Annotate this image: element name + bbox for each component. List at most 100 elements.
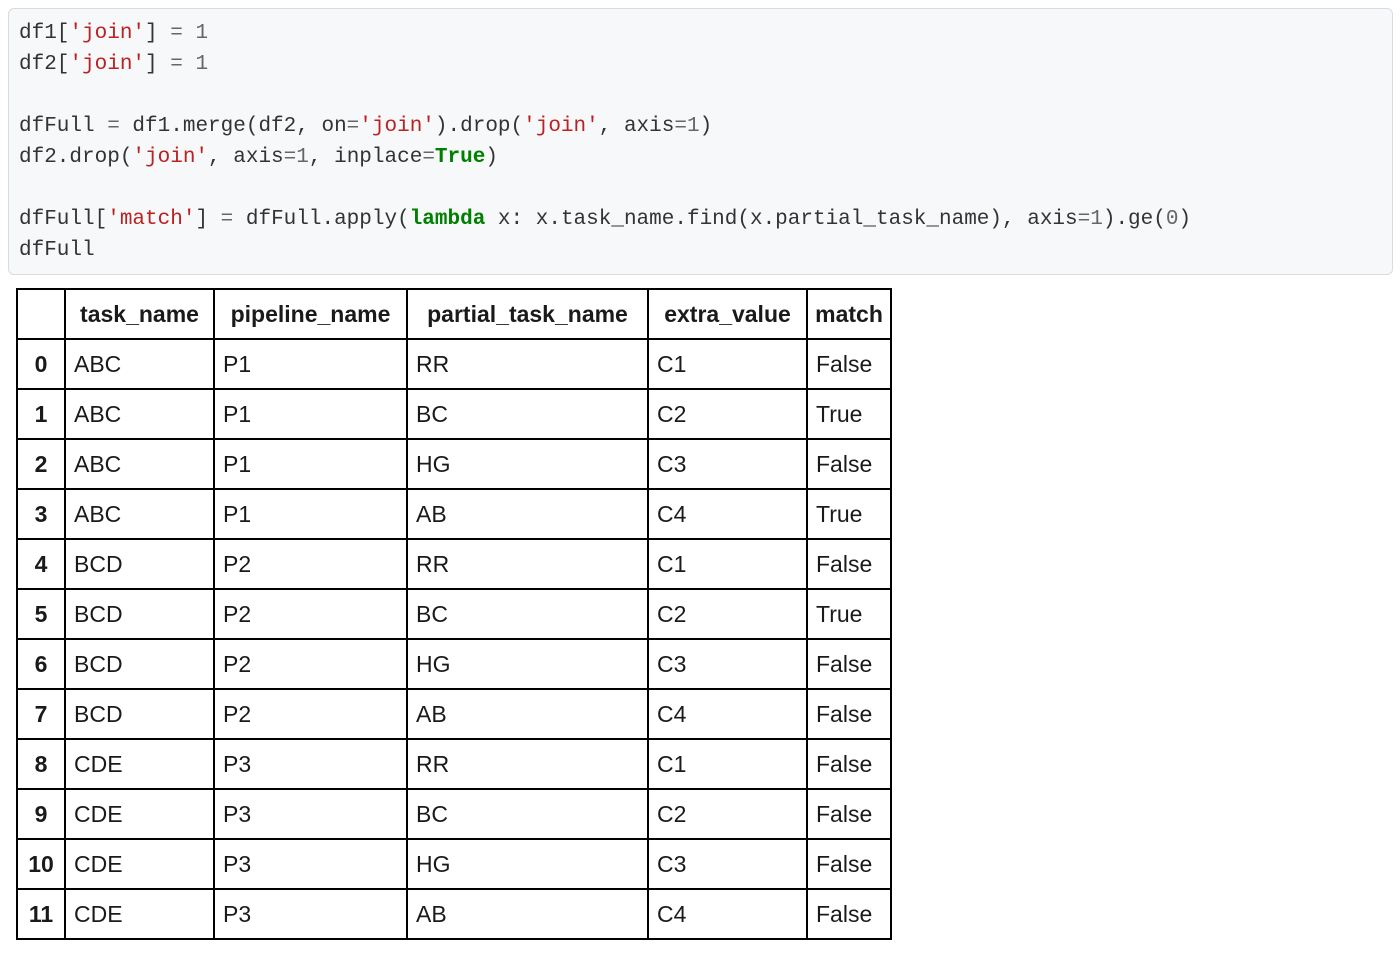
table-cell: RR [406, 738, 649, 790]
row-index: 9 [16, 788, 66, 840]
table-cell: True [806, 388, 892, 440]
table-cell: False [806, 638, 892, 690]
table-cell: P3 [213, 788, 408, 840]
column-header: pipeline_name [213, 288, 408, 340]
table-cell: True [806, 588, 892, 640]
table-cell: C1 [647, 538, 808, 590]
table-cell: ABC [64, 488, 215, 540]
table-cell: HG [406, 838, 649, 890]
table-cell: ABC [64, 438, 215, 490]
code-token: ) [485, 146, 498, 169]
code-token: = [346, 115, 360, 138]
code-token: =1 [674, 115, 700, 138]
table-cell: C3 [647, 438, 808, 490]
table-cell: False [806, 688, 892, 740]
table-cell: False [806, 538, 892, 590]
code-token: ) [1178, 208, 1192, 231]
table-cell: BCD [64, 638, 215, 690]
column-header: match [806, 288, 892, 340]
table-cell: C4 [647, 888, 808, 940]
code-token: df1[ [19, 22, 70, 45]
column-header [16, 288, 66, 340]
table-cell: P2 [213, 638, 408, 690]
code-line: dfFull [19, 235, 1380, 266]
code-token: =1 [283, 146, 309, 169]
code-token: dfFull.apply( [233, 208, 410, 231]
table-cell: False [806, 738, 892, 790]
row-index: 4 [16, 538, 66, 590]
code-token: 'join' [69, 53, 146, 76]
code-token: ] [195, 208, 221, 231]
code-token: 'join' [132, 146, 209, 169]
table-cell: CDE [64, 838, 215, 890]
row-index: 7 [16, 688, 66, 740]
table-cell: CDE [64, 738, 215, 790]
table-cell: C1 [647, 338, 808, 390]
table-cell: AB [406, 888, 649, 940]
column-header: partial_task_name [406, 288, 649, 340]
code-token: 'join' [359, 115, 435, 138]
code-token: =1 [1077, 208, 1103, 231]
code-token: lambda [409, 208, 486, 231]
table-cell: BC [406, 388, 649, 440]
table-cell: BC [406, 588, 649, 640]
code-token: , axis [208, 146, 284, 169]
table-cell: AB [406, 488, 649, 540]
table-cell: P2 [213, 538, 408, 590]
table-cell: ABC [64, 338, 215, 390]
code-line: df2.drop('join', axis=1, inplace=True) [19, 142, 1380, 173]
code-line: dfFull['match'] = dfFull.apply(lambda x:… [19, 204, 1380, 235]
code-token: = [220, 208, 234, 231]
code-token [183, 53, 196, 76]
row-index: 1 [16, 388, 66, 440]
table-cell: P1 [213, 388, 408, 440]
code-token: = [170, 53, 183, 76]
table-cell: P3 [213, 888, 408, 940]
code-line [19, 173, 1380, 204]
code-token: 'join' [69, 22, 146, 45]
row-index: 5 [16, 588, 66, 640]
table-cell: CDE [64, 888, 215, 940]
code-token: ).drop( [434, 115, 524, 138]
code-token: = [107, 115, 120, 138]
code-token: ).ge( [1102, 208, 1166, 231]
table-cell: C3 [647, 638, 808, 690]
table-cell: BCD [64, 688, 215, 740]
table-cell: True [806, 488, 892, 540]
row-index: 0 [16, 338, 66, 390]
code-token: ] [145, 22, 171, 45]
table-cell: P1 [213, 438, 408, 490]
row-index: 8 [16, 738, 66, 790]
table-cell: C2 [647, 788, 808, 840]
code-token: = [422, 146, 435, 169]
table-cell: False [806, 438, 892, 490]
code-token: 0 [1165, 208, 1179, 231]
table-cell: False [806, 838, 892, 890]
code-line [19, 80, 1380, 111]
row-index: 2 [16, 438, 66, 490]
code-token: ) [699, 115, 713, 138]
code-token: True [434, 146, 486, 169]
code-token: x: x.task_name.find(x.partial_task_name)… [485, 208, 1078, 231]
table-cell: P2 [213, 588, 408, 640]
code-token: dfFull [19, 239, 95, 262]
code-line: dfFull = df1.merge(df2, on='join').drop(… [19, 111, 1380, 142]
table-cell: False [806, 338, 892, 390]
code-line: df1['join'] = 1 [19, 18, 1380, 49]
code-token: 'join' [523, 115, 599, 138]
code-line: df2['join'] = 1 [19, 49, 1380, 80]
table-cell: ABC [64, 388, 215, 440]
